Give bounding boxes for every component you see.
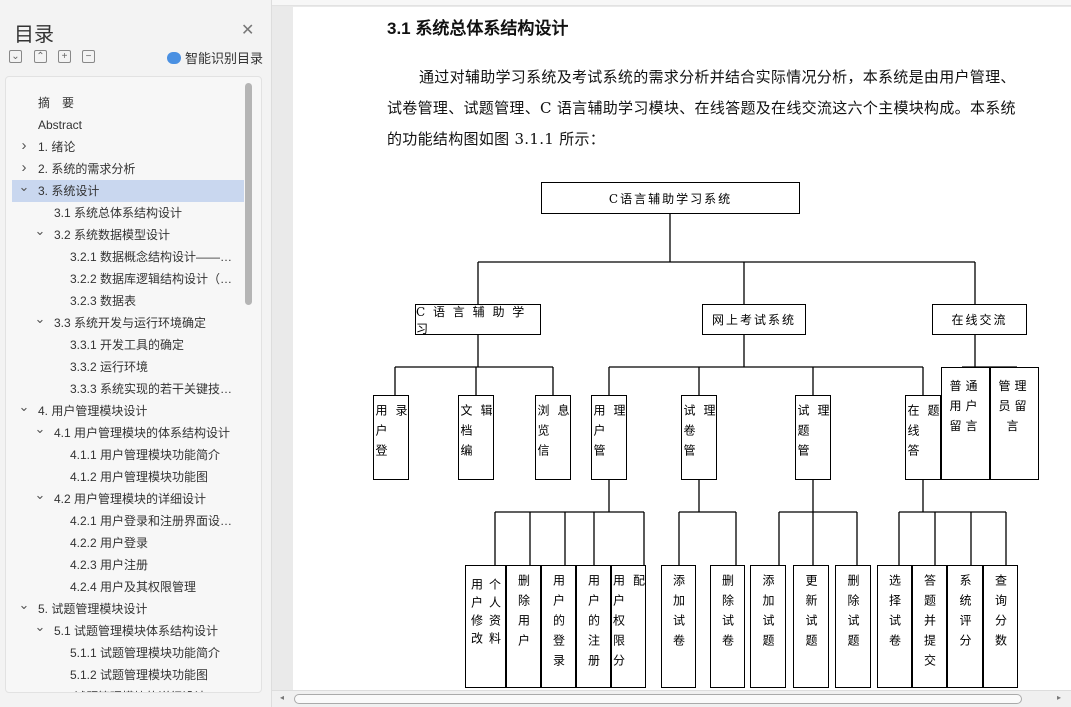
box-label: 删除用户 — [516, 574, 531, 654]
diagram-function-node: 删除试题 — [835, 565, 871, 688]
add-heading-icon[interactable]: + — [58, 50, 71, 63]
scroll-right-icon[interactable]: ▸ — [1057, 693, 1062, 702]
ai-icon — [167, 51, 181, 64]
box-label: 添加试卷 — [671, 574, 686, 654]
diagram-module-node: 在线交流 — [932, 304, 1027, 335]
diagram-function-node: 用户的注册 — [576, 565, 611, 688]
chevron-down-icon[interactable]: ⌄ — [34, 488, 46, 502]
box-label: 浏览信息 — [536, 404, 570, 464]
box-label: 在线交流 — [951, 313, 1008, 327]
diagram-function-node: 删除试卷 — [710, 565, 745, 688]
chevron-down-icon[interactable]: ⌄ — [34, 620, 46, 634]
top-toolbar-edge — [0, 0, 1071, 6]
sidebar-title: 目录 — [14, 24, 54, 46]
box-label: 文档编辑 — [459, 404, 493, 464]
expand-all-icon[interactable]: ⌄ — [9, 50, 22, 63]
diagram-submodule-node: 试题管理 — [795, 395, 831, 480]
box-label: 用户管理 — [592, 404, 626, 464]
box-label: 用户的登录 — [551, 574, 566, 674]
chevron-down-icon[interactable]: ⌄ — [34, 312, 46, 326]
diagram-submodule-node: 在线答题 — [905, 395, 941, 480]
toc-item[interactable]: ⌄5.1 试题管理模块体系结构设计 — [12, 620, 244, 642]
diagram-function-node: 系统评分 — [947, 565, 983, 688]
diagram-module-node: C 语 言 辅 助 学 习 — [415, 304, 541, 336]
box-label: 答题并提交 — [922, 574, 937, 674]
box-label: 更新试题 — [804, 574, 818, 654]
box-label: 试卷管理 — [682, 404, 716, 464]
chevron-right-icon[interactable]: › — [21, 137, 27, 154]
diagram-submodule-node: 管理员留言 — [990, 367, 1039, 480]
close-icon[interactable]: ✕ — [241, 22, 255, 39]
diagram-function-node: 用户修改个人资料 — [465, 565, 506, 688]
toc-item[interactable]: ›2. 系统的需求分析 — [12, 158, 244, 180]
toc-item[interactable]: ⌄5. 试题管理模块设计 — [12, 598, 244, 620]
diagram-function-node: 更新试题 — [793, 565, 829, 688]
diagram-submodule-node: 文档编辑 — [458, 395, 494, 480]
chevron-down-icon[interactable]: ⌄ — [34, 686, 46, 692]
box-label: 网上考试系统 — [711, 313, 796, 327]
toc-item[interactable]: ⌄3.2 系统数据模型设计 — [12, 224, 244, 246]
diagram-function-node: 用户的登录 — [541, 565, 576, 688]
box-label: 删除试卷 — [720, 574, 735, 654]
collapse-all-icon[interactable]: ⌃ — [34, 50, 47, 63]
horizontal-scrollbar[interactable]: ◂ ▸ — [272, 690, 1071, 707]
box-label: 选择试卷 — [887, 574, 902, 654]
box-label: 管理员留言 — [998, 379, 1031, 433]
diagram-root-node: C语言辅助学习系统 — [541, 182, 800, 214]
diagram-function-node: 选择试卷 — [877, 565, 912, 688]
diagram-function-node: 添加试卷 — [661, 565, 696, 688]
scroll-left-icon[interactable]: ◂ — [280, 693, 285, 702]
toc-item[interactable]: ⌄3.3 系统开发与运行环境确定 — [12, 312, 244, 334]
diagram-function-node: 添加试题 — [750, 565, 786, 688]
smart-label: 智能识别目录 — [185, 51, 264, 66]
box-label: 删除试题 — [846, 574, 860, 654]
diagram-submodule-node: 浏览信息 — [535, 395, 571, 480]
chevron-down-icon[interactable]: ⌄ — [18, 180, 30, 194]
toc-item[interactable]: ›1. 绪论 — [12, 136, 244, 158]
toc-item[interactable]: ⌄4. 用户管理模块设计 — [12, 400, 244, 422]
body-paragraph: 通过对辅助学习系统及考试系统的需求分析并结合实际情况分析，本系统是由用户管理、试… — [387, 68, 1016, 148]
box-label: 用户登录 — [374, 404, 408, 464]
box-label: 普通用户留言 — [949, 379, 982, 433]
remove-heading-icon[interactable]: − — [82, 50, 95, 63]
diagram-function-node: 用户权限分配 — [611, 565, 646, 688]
box-label: 系统评分 — [958, 574, 972, 654]
diagram-submodule-node: 用户登录 — [373, 395, 409, 480]
scrollbar-thumb[interactable] — [294, 694, 1022, 704]
box-label: 在线答题 — [906, 404, 940, 464]
box-label: 试题管理 — [796, 404, 830, 464]
box-label: 用户权限分配 — [611, 574, 646, 674]
smart-recognize-toc-button[interactable]: 智能识别目录 — [167, 48, 263, 67]
box-label: 查询分数 — [993, 574, 1008, 654]
diagram-function-node: 查询分数 — [983, 565, 1018, 688]
diagram-function-node: 答题并提交 — [912, 565, 947, 688]
chevron-right-icon[interactable]: › — [21, 159, 27, 176]
toc-item[interactable]: ⌄3. 系统设计 — [12, 180, 244, 202]
toc-item[interactable]: ⌄4.2 用户管理模块的详细设计 — [12, 488, 244, 510]
section-heading: 3.1 系统总体系结构设计 — [387, 19, 569, 38]
toc-item[interactable]: ⌄5.2 试题管理模块的详细设计 — [12, 686, 244, 692]
diagram-submodule-node: 用户管理 — [591, 395, 627, 480]
box-label: 添加试题 — [761, 574, 775, 654]
diagram-submodule-node: 试卷管理 — [681, 395, 717, 480]
box-label: C语言辅助学习系统 — [608, 191, 733, 206]
diagram-module-node: 网上考试系统 — [702, 304, 806, 335]
chevron-down-icon[interactable]: ⌄ — [18, 400, 30, 414]
toc-scrollbar[interactable] — [245, 83, 252, 305]
diagram-function-node: 删除用户 — [506, 565, 541, 688]
toc-item[interactable]: ⌄4.1 用户管理模块的体系结构设计 — [12, 422, 244, 444]
box-label: 用户的注册 — [586, 574, 601, 674]
chevron-down-icon[interactable]: ⌄ — [34, 224, 46, 238]
chevron-down-icon[interactable]: ⌄ — [18, 598, 30, 612]
chevron-down-icon[interactable]: ⌄ — [34, 422, 46, 436]
diagram-submodule-node: 普通用户留言 — [941, 367, 990, 480]
box-label: 用户修改个人资料 — [469, 578, 502, 650]
box-label: C 语 言 辅 助 学 习 — [416, 304, 527, 336]
